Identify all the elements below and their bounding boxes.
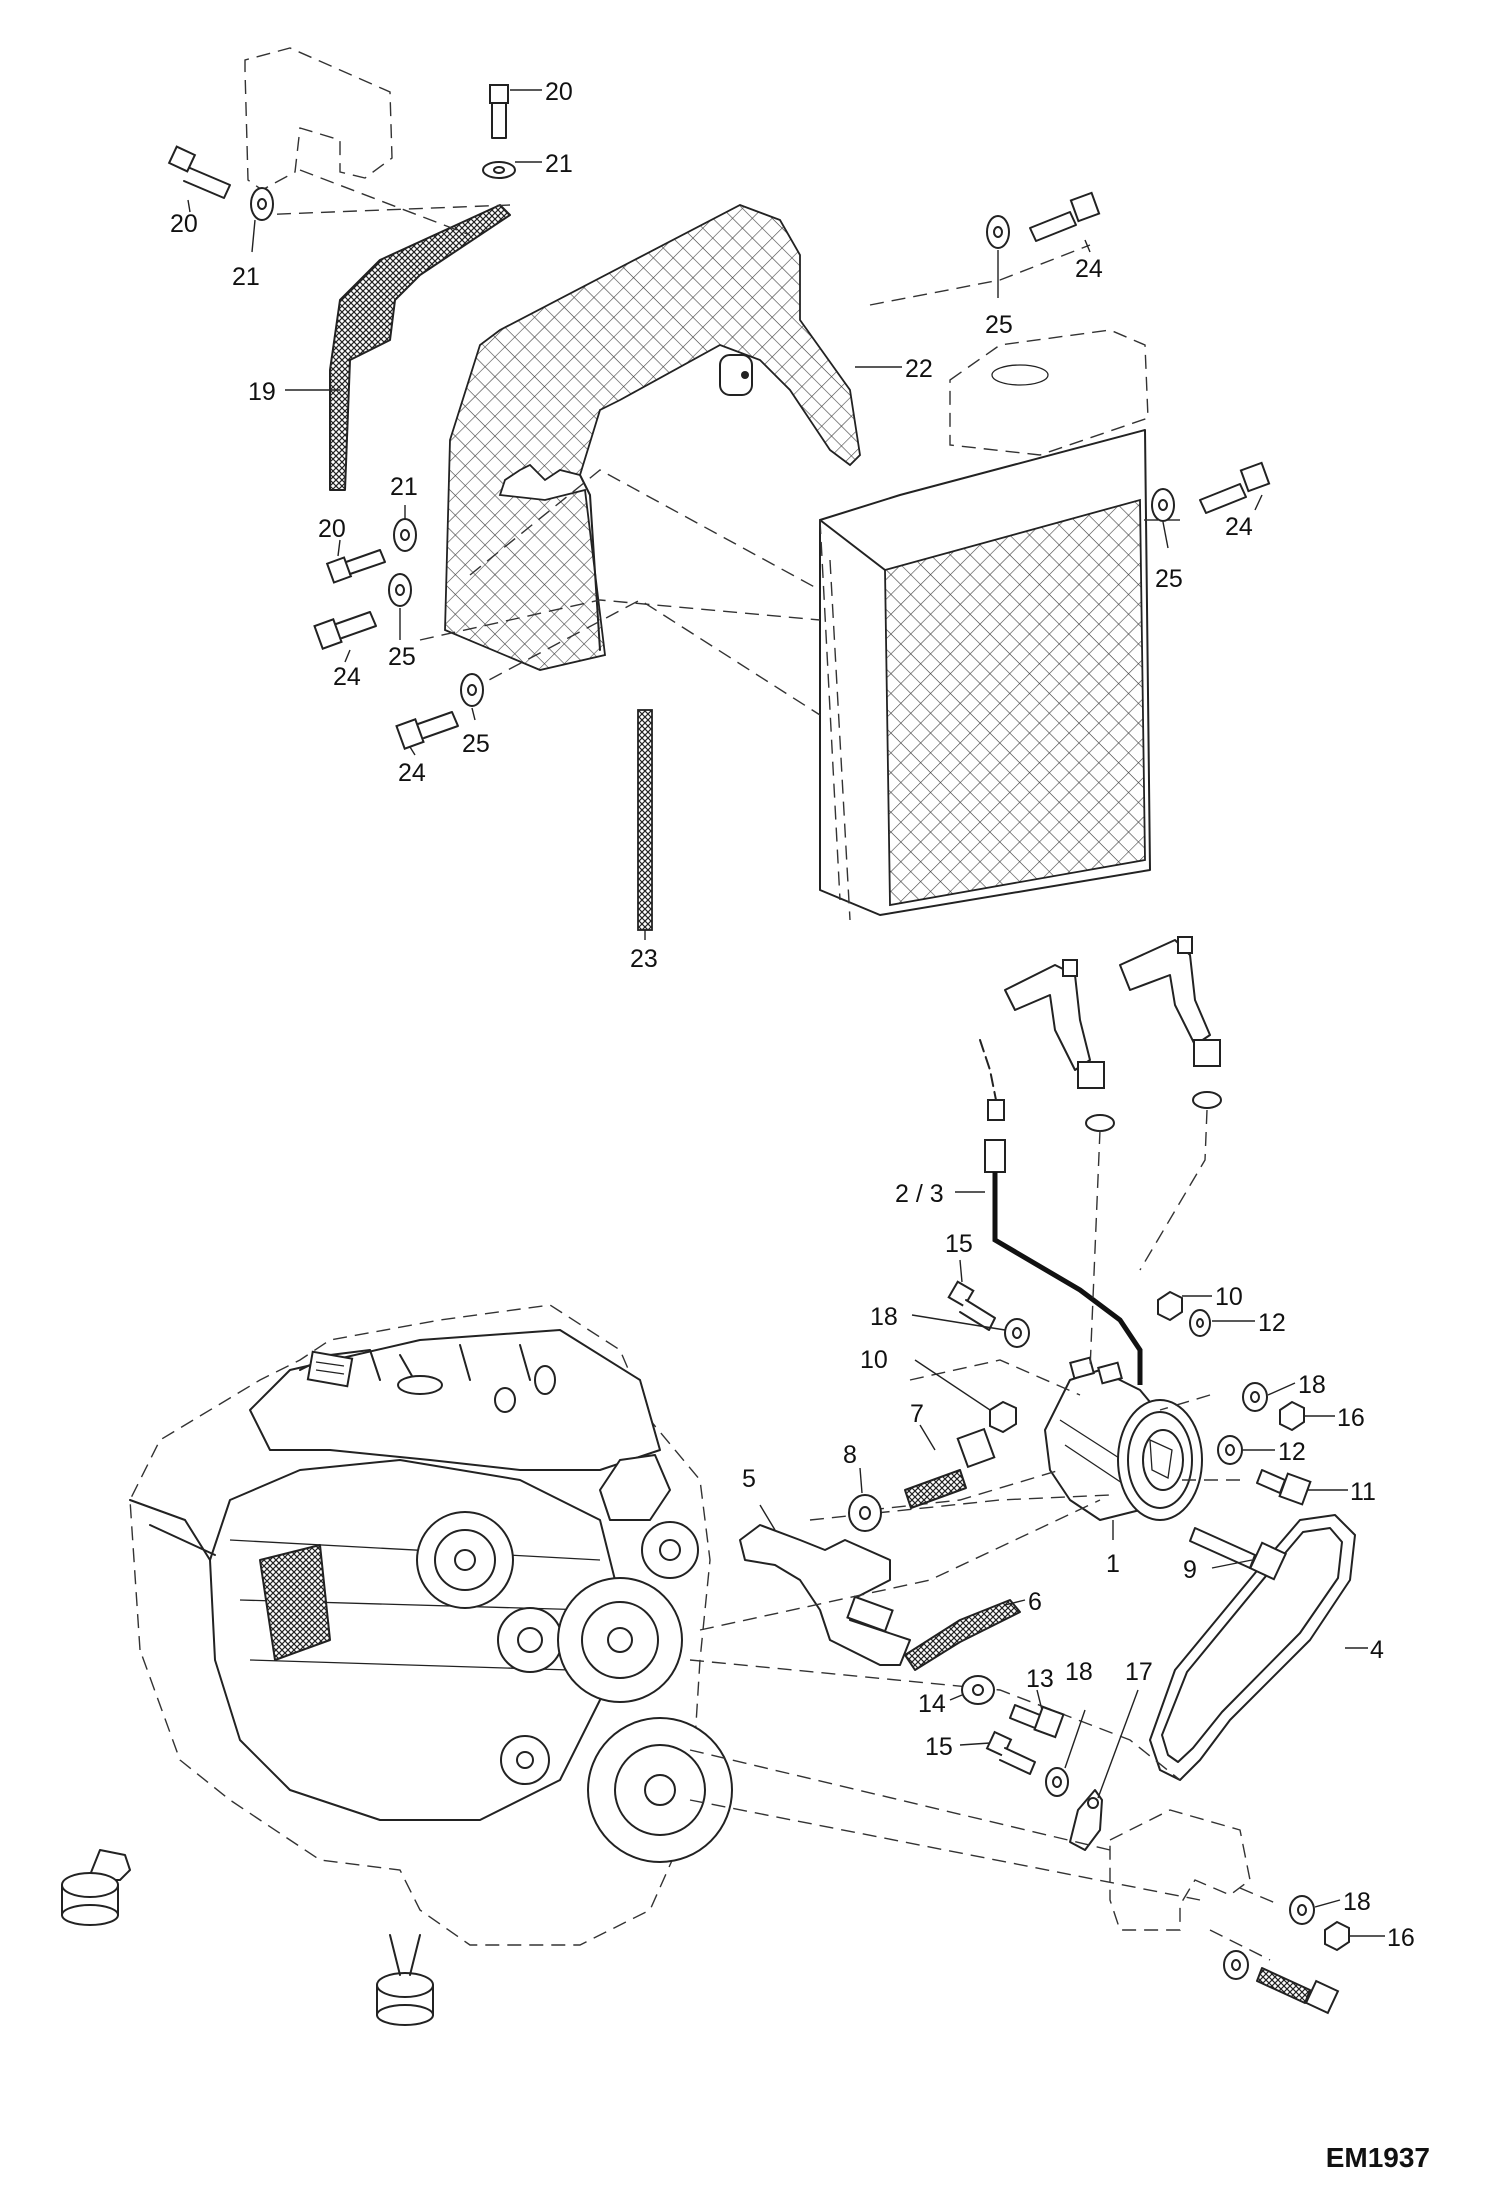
assembly-lines-top — [254, 169, 1180, 716]
seal-strip-23 — [637, 709, 653, 931]
callout-15: 15 — [925, 1733, 953, 1761]
washer-21-top — [482, 161, 516, 179]
washer-lower — [1223, 1950, 1249, 1980]
wire-harness-2-3 — [979, 1039, 1143, 1385]
washer-18-upper — [1004, 1318, 1030, 1348]
callout-15: 15 — [945, 1230, 973, 1258]
callout-21: 21 — [232, 263, 260, 291]
callout-7: 7 — [910, 1400, 924, 1428]
nut-16-upper — [1279, 1400, 1305, 1432]
drive-belt-4 — [1149, 1514, 1356, 1781]
callout-9: 9 — [1183, 1556, 1197, 1584]
callout-1: 1 — [1106, 1550, 1120, 1578]
washer-25-right — [1151, 488, 1175, 522]
callout-24: 24 — [333, 663, 361, 691]
washer-21-middle — [393, 518, 417, 552]
washer-18-right — [1242, 1382, 1268, 1412]
callout-6: 6 — [1028, 1588, 1042, 1616]
tensioner-6 — [904, 1599, 1021, 1671]
callout-18: 18 — [870, 1303, 898, 1331]
callout-24: 24 — [398, 759, 426, 787]
callout-12: 12 — [1278, 1438, 1306, 1466]
callout-14: 14 — [918, 1690, 946, 1718]
washer-25-top-right — [986, 215, 1010, 249]
callout-25: 25 — [985, 311, 1013, 339]
callout-18: 18 — [1298, 1371, 1326, 1399]
bolt-24-right — [1199, 461, 1271, 514]
engine — [61, 1304, 733, 2026]
callout-24: 24 — [1075, 255, 1103, 283]
bolt-7 — [904, 1427, 996, 1509]
callout-22: 22 — [905, 355, 933, 383]
callout-24: 24 — [1225, 513, 1253, 541]
compressor-1 — [1044, 1356, 1203, 1521]
bolt-15-upper — [947, 1280, 996, 1331]
callout-19: 19 — [248, 378, 276, 406]
callout-8: 8 — [843, 1441, 857, 1469]
callout-18: 18 — [1343, 1888, 1371, 1916]
lower-mounting-block — [1109, 1809, 1251, 1931]
callout-20: 20 — [318, 515, 346, 543]
bolt-11 — [1256, 1469, 1312, 1506]
bolt-13 — [1009, 1704, 1065, 1739]
callout-20: 20 — [545, 78, 573, 106]
callout-10: 10 — [860, 1346, 888, 1374]
bolt-lower — [1256, 1967, 1340, 2015]
washer-21-left — [250, 187, 274, 221]
bolt-15-lower — [985, 1730, 1036, 1775]
assembly-lines-bottom — [689, 1109, 1281, 1961]
fan-shroud-22 — [444, 204, 861, 671]
bolt-20-left — [167, 145, 231, 199]
callout-25: 25 — [1155, 565, 1183, 593]
washer-12-upper — [1189, 1309, 1211, 1337]
bolt-24-top-right — [1029, 191, 1101, 242]
callout-21: 21 — [545, 150, 573, 178]
figure-id: EM1937 — [1325, 2142, 1430, 2173]
side-grille-19 — [329, 204, 511, 491]
callout-11: 11 — [1350, 1478, 1376, 1506]
callout-5: 5 — [742, 1465, 756, 1493]
nut-10-left — [989, 1400, 1017, 1434]
mounting-bracket-5 — [739, 1524, 911, 1666]
bolt-9 — [1189, 1527, 1288, 1581]
washer-8 — [848, 1494, 882, 1532]
callout-10: 10 — [1215, 1283, 1243, 1311]
callout-labels: 20 21 20 21 24 25 22 19 21 20 24 25 24 2… — [170, 78, 1415, 1952]
callout-12: 12 — [1258, 1309, 1286, 1337]
nut-16-lower — [1324, 1920, 1350, 1952]
callout-2-3: 2 / 3 — [895, 1180, 944, 1208]
upper-bracket — [244, 47, 393, 191]
bolt-24-middle — [313, 611, 377, 650]
callout-18: 18 — [1065, 1658, 1093, 1686]
washer-12-lower — [1217, 1435, 1243, 1465]
bracket-17 — [1069, 1789, 1103, 1851]
nut-10-upper-right — [1157, 1290, 1183, 1322]
callout-25: 25 — [462, 730, 490, 758]
callout-16: 16 — [1337, 1404, 1365, 1432]
washer-25-bottom — [460, 673, 484, 707]
washer-14 — [961, 1675, 995, 1705]
washer-25-middle — [388, 573, 412, 607]
washer-18-lower-left — [1045, 1767, 1069, 1797]
bolt-20-middle — [325, 549, 386, 584]
callout-13: 13 — [1026, 1665, 1054, 1693]
bolt-24-bottom — [395, 711, 459, 750]
ac-hoses — [1004, 936, 1222, 1132]
bolt-20-top — [489, 84, 509, 139]
radiator — [819, 329, 1151, 921]
callout-21: 21 — [390, 473, 418, 501]
washer-18-lower-right — [1289, 1895, 1315, 1925]
callout-17: 17 — [1125, 1658, 1153, 1686]
callout-20: 20 — [170, 210, 198, 238]
callout-16: 16 — [1387, 1924, 1415, 1952]
callout-23: 23 — [630, 945, 658, 973]
callout-4: 4 — [1370, 1636, 1384, 1664]
callout-25: 25 — [388, 643, 416, 671]
